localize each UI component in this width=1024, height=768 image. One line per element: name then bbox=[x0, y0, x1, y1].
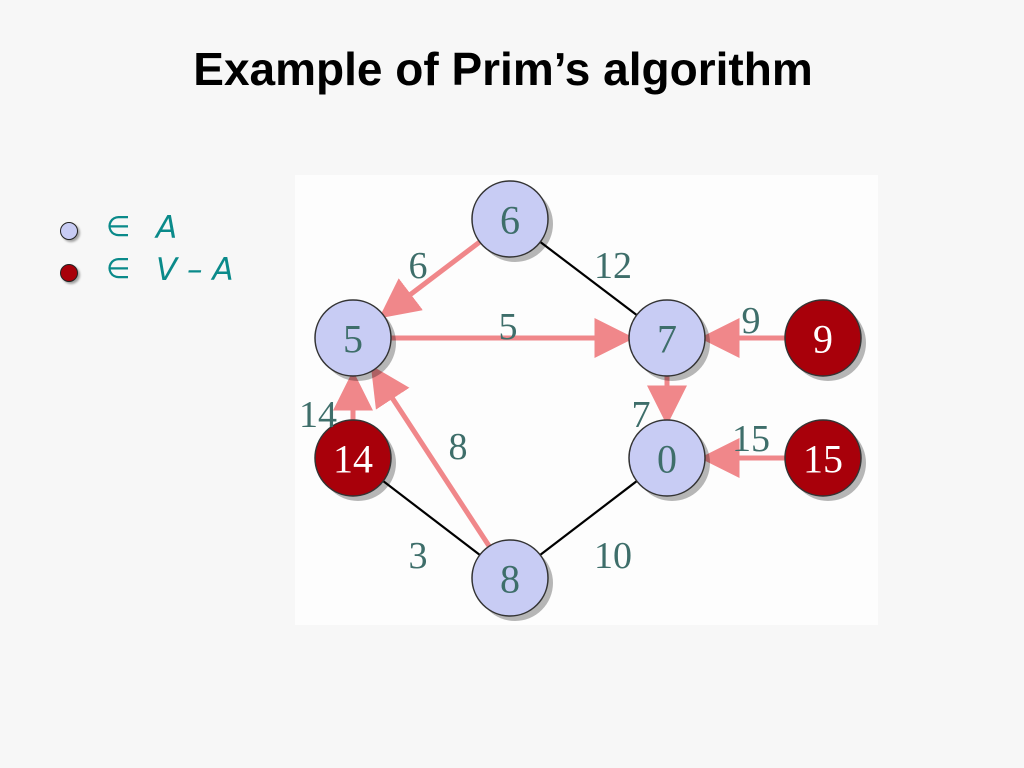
edge-weight-label: 9 bbox=[742, 300, 761, 342]
node-circle bbox=[628, 419, 706, 497]
edge-weight-label: 8 bbox=[449, 426, 468, 468]
legend-set-a: A bbox=[156, 210, 178, 246]
node-circle bbox=[784, 419, 862, 497]
edge-weight-label: 3 bbox=[409, 535, 428, 577]
graph-canvas: 6 5 7 9 14 0 15 8 6 12 5 9 14 7 8 15 3 10 bbox=[299, 180, 866, 621]
edge-weight-label: 6 bbox=[409, 245, 428, 287]
graph-diagram: 6 5 7 9 14 0 15 8 6 12 5 9 14 7 8 15 3 10 bbox=[295, 175, 878, 625]
node-key-label: 9 bbox=[813, 317, 833, 362]
node-key-label: 5 bbox=[343, 317, 363, 362]
graph-edge bbox=[380, 478, 483, 558]
graph-edge bbox=[538, 239, 639, 318]
node-circle bbox=[784, 299, 862, 377]
graph-edge bbox=[537, 478, 640, 558]
graph-node-in-a: 5 bbox=[314, 299, 396, 381]
node-circle bbox=[314, 419, 392, 497]
node-key-label: 15 bbox=[803, 437, 843, 482]
node-key-label: 14 bbox=[333, 437, 373, 482]
edge-weight-label: 15 bbox=[732, 418, 770, 460]
edge-weight-label: 7 bbox=[632, 394, 651, 436]
node-circle bbox=[314, 299, 392, 377]
tree-edge-arrow bbox=[378, 238, 483, 319]
element-of-symbol: ∈ bbox=[106, 252, 131, 285]
element-of-symbol: ∈ bbox=[106, 210, 131, 243]
node-circle bbox=[628, 299, 706, 377]
edge-weight-label: 5 bbox=[499, 306, 518, 348]
node-key-label: 8 bbox=[500, 557, 520, 602]
slide-title: Example of Prim’s algorithm bbox=[193, 43, 813, 95]
node-circle bbox=[471, 539, 549, 617]
graph-node-in-v-minus-a: 14 bbox=[314, 419, 396, 501]
edge-weight-label: 10 bbox=[594, 535, 632, 577]
graph-node-in-v-minus-a: 9 bbox=[784, 299, 866, 381]
dark-node-icon bbox=[60, 264, 78, 282]
light-node-icon bbox=[60, 222, 78, 240]
node-key-label: 7 bbox=[657, 317, 677, 362]
node-key-label: 0 bbox=[657, 437, 677, 482]
legend-set-v-minus-a: V – A bbox=[156, 252, 234, 288]
tree-edge-arrow bbox=[370, 365, 493, 550]
edge-weight-label: 12 bbox=[594, 245, 632, 287]
node-circle bbox=[471, 180, 549, 258]
graph-node-in-a: 0 bbox=[628, 419, 710, 501]
graph-node-in-a: 7 bbox=[628, 299, 710, 381]
graph-node-in-v-minus-a: 15 bbox=[784, 419, 866, 501]
node-key-label: 6 bbox=[500, 198, 520, 243]
graph-node-in-a: 6 bbox=[471, 180, 553, 262]
edge-weight-label: 14 bbox=[299, 394, 337, 436]
graph-node-in-a: 8 bbox=[471, 539, 553, 621]
